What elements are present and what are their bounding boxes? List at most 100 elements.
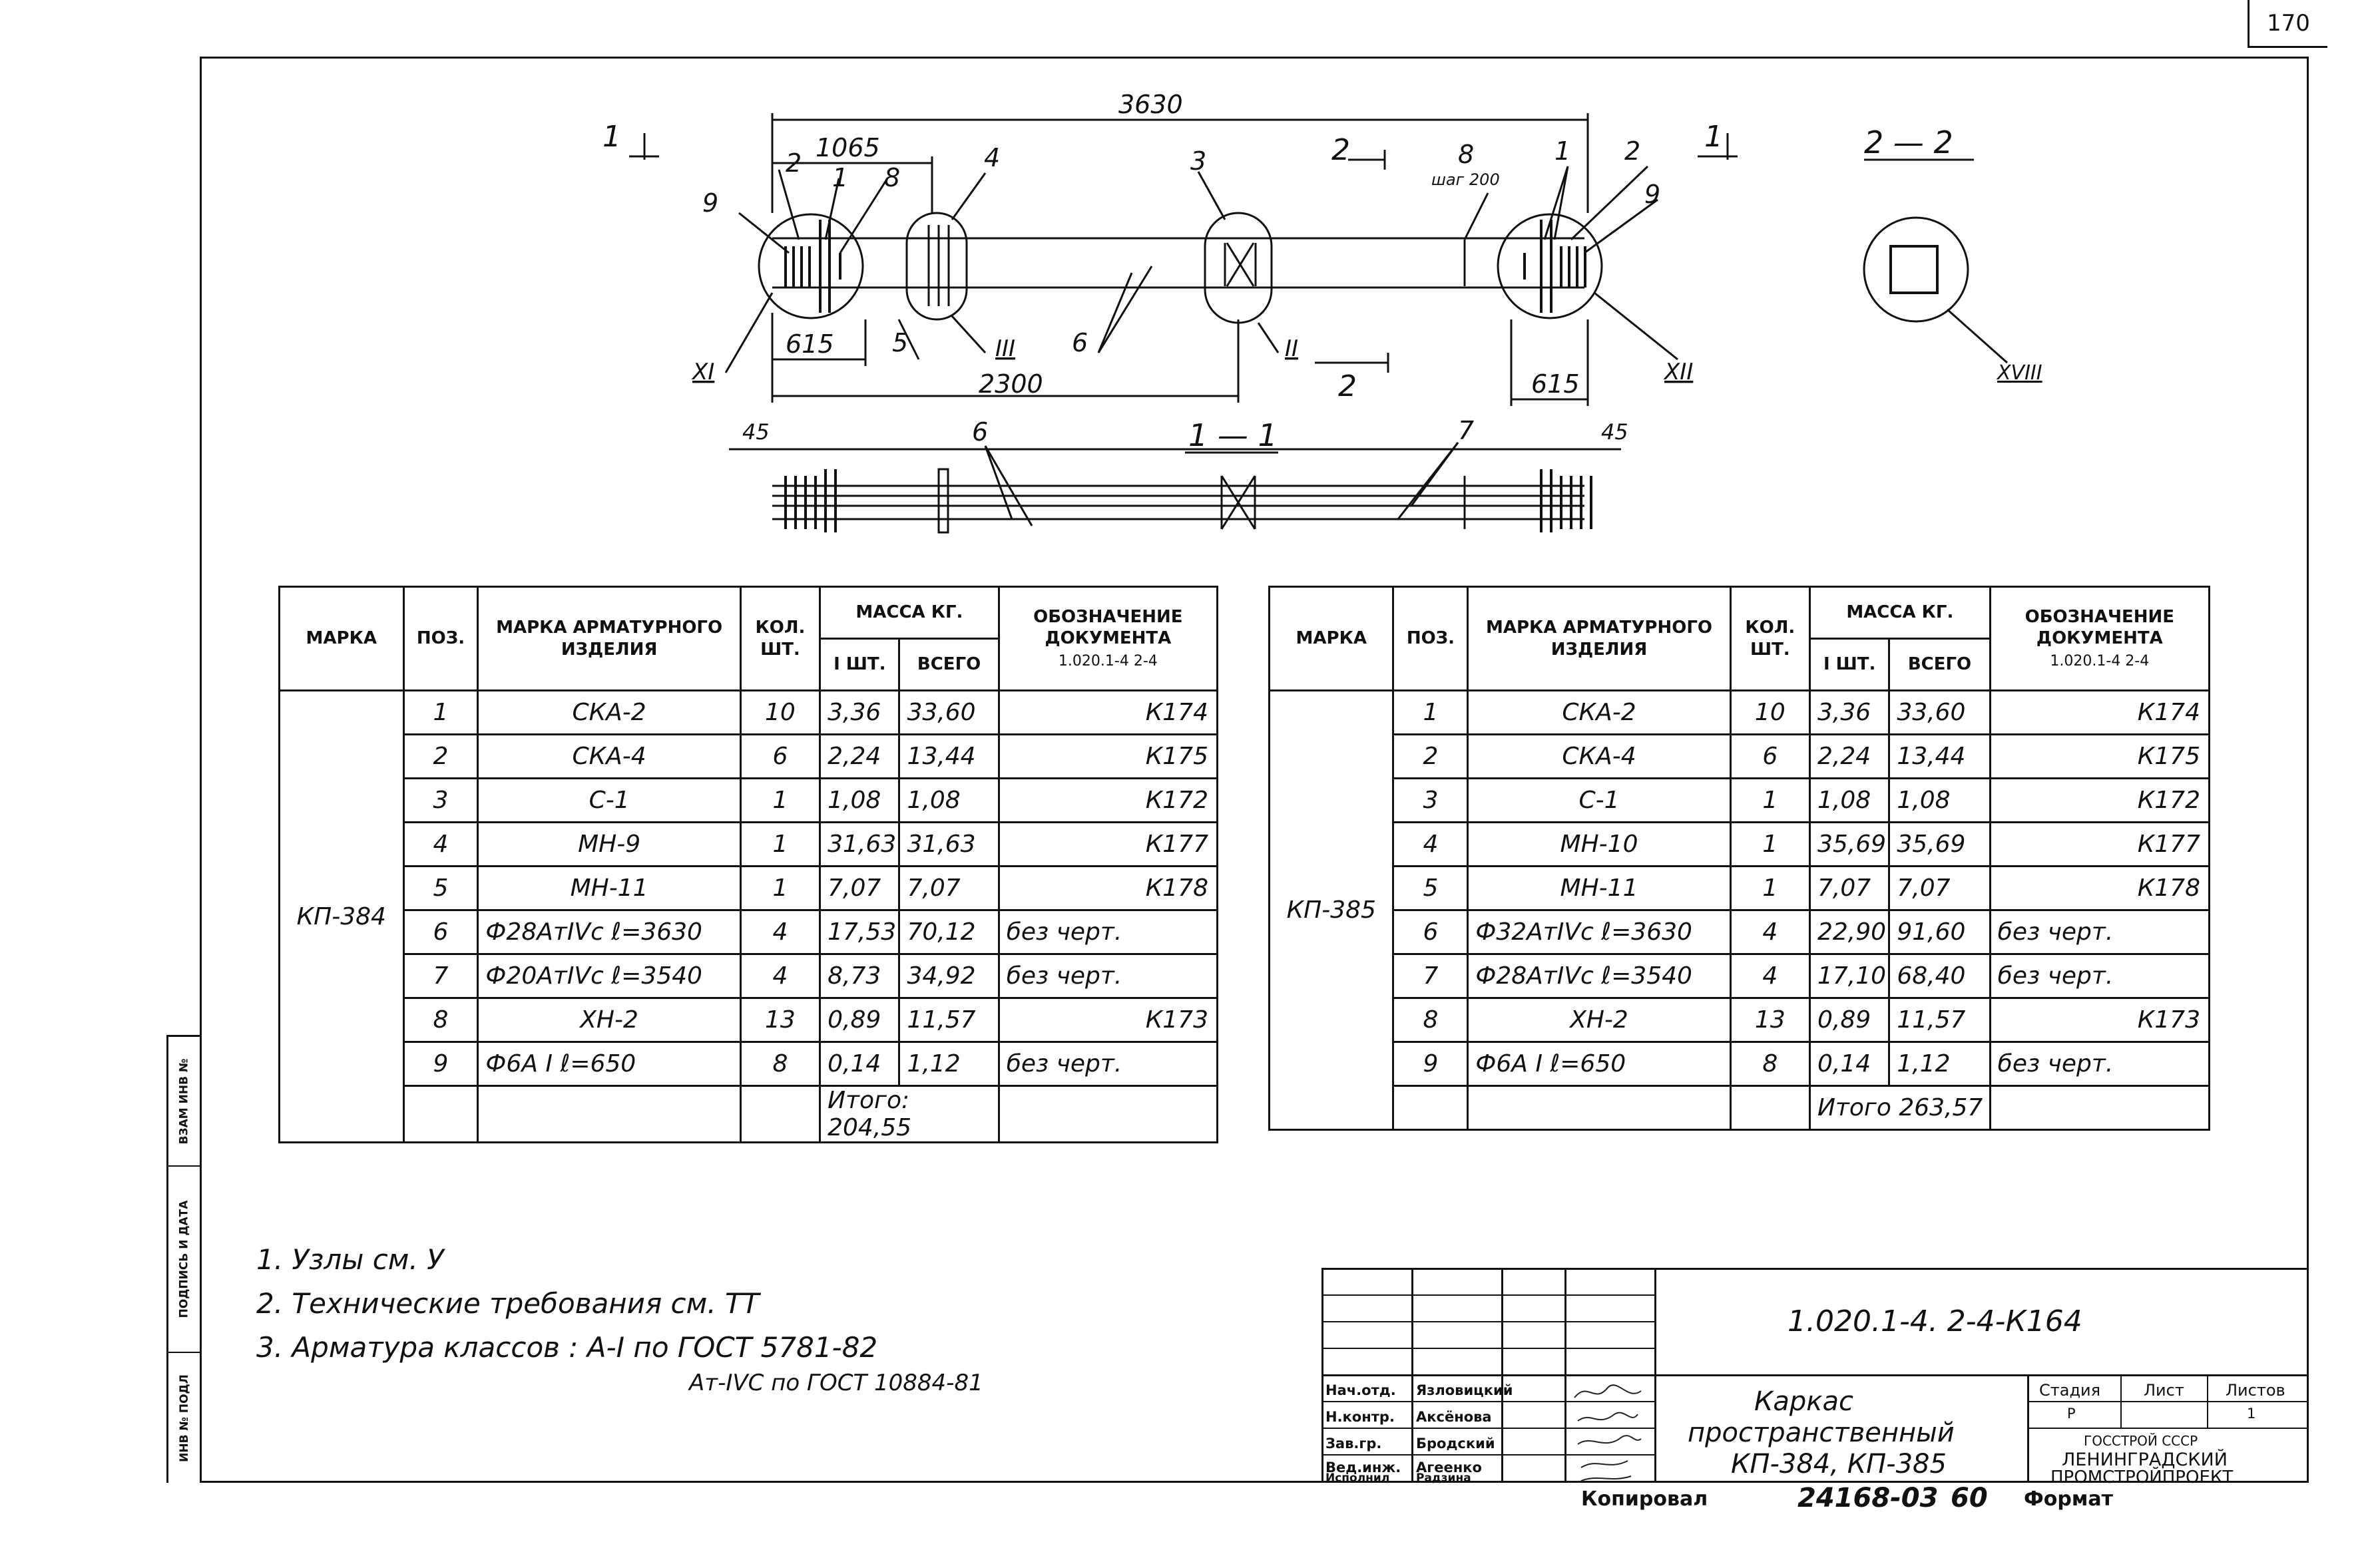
title-line-3: КП-384, КП-385 bbox=[1731, 1449, 1947, 1479]
header-item: МАРКА АРМАТУРНОГО ИЗДЕЛИЯ bbox=[1467, 586, 1732, 691]
dim-end-right: 45 bbox=[1601, 419, 1628, 445]
node-circle-left bbox=[758, 213, 864, 319]
footer-number: 24168-03 bbox=[1797, 1483, 1939, 1513]
pos-label-6: 6 bbox=[1072, 328, 1088, 357]
name-exec: Радзина bbox=[1416, 1471, 1471, 1485]
footer-format: Формат bbox=[2024, 1487, 2113, 1511]
header-qty: КОЛ. ШТ. bbox=[1729, 586, 1811, 691]
frame-mark: КП-384 bbox=[278, 689, 405, 1143]
dim-total: 3630 bbox=[1118, 90, 1183, 119]
title-line-1: Каркас bbox=[1754, 1386, 1853, 1417]
note-3-cont: Ат-IVС по ГОСТ 10884-81 bbox=[689, 1370, 983, 1396]
table-total-row: Итого: 204,55 bbox=[280, 1085, 1219, 1143]
pos-label-7e: 7 bbox=[1458, 416, 1474, 445]
total-value: Итого 263,57 bbox=[1809, 1085, 1991, 1131]
general-notes: 1. Узлы см. У 2. Технические требования … bbox=[256, 1238, 983, 1396]
side-strip: ВЗАМ ИНВ № ПОДПИСЬ И ДАТА ИНВ № ПОДЛ bbox=[166, 1035, 200, 1483]
org-line-3: ПРОМСТРОЙПРОЕКТ bbox=[2050, 1467, 2234, 1487]
frame-mark: КП-385 bbox=[1268, 689, 1395, 1131]
section-mark-2-bottom: 2 bbox=[1338, 369, 1357, 403]
pos-label-3: 3 bbox=[1190, 146, 1206, 176]
section-title-2-2: 2 — 2 bbox=[1864, 124, 1953, 160]
frame-drawing: 3630 1065 615 2300 615 8 шаг 200 45 45 2… bbox=[602, 90, 2042, 534]
role-exec: Исполнил bbox=[1325, 1471, 1390, 1485]
section-mark-2-top: 2 bbox=[1331, 133, 1350, 167]
drawing-frame bbox=[200, 57, 2309, 1483]
sheet-number: 170 bbox=[2248, 0, 2327, 48]
footer-copied: Копировал bbox=[1581, 1487, 1708, 1511]
role-norm: Н.контр. bbox=[1325, 1409, 1395, 1425]
sheets-label: Листов bbox=[2226, 1381, 2285, 1400]
org-line-1: ГОССТРОЙ СССР bbox=[2084, 1433, 2198, 1449]
header-pos: ПОЗ. bbox=[402, 586, 479, 691]
section-2-2-circle bbox=[1863, 216, 1969, 323]
node-iii: III bbox=[995, 335, 1015, 362]
name-lead: Агеенко bbox=[1416, 1460, 1482, 1475]
name-norm: Аксёнова bbox=[1416, 1409, 1492, 1425]
node-circle-right bbox=[1497, 213, 1603, 319]
header-item: МАРКА АРМАТУРНОГО ИЗДЕЛИЯ bbox=[477, 586, 742, 691]
pos-label-2r: 2 bbox=[1624, 136, 1640, 166]
stirrup-step: шаг 200 bbox=[1431, 170, 1500, 189]
section-title-1-1: 1 — 1 bbox=[1188, 417, 1278, 453]
node-xviii: XVIII bbox=[1996, 361, 2042, 385]
strip-cell-sign: ПОДПИСЬ И ДАТА bbox=[168, 1167, 200, 1353]
pos-label-6e: 6 bbox=[972, 417, 988, 447]
footer-sheet: 60 bbox=[1951, 1483, 1988, 1513]
note-1: 1. Узлы см. У bbox=[256, 1243, 444, 1276]
sheets-value: 1 bbox=[2247, 1406, 2256, 1422]
pos-label-8: 8 bbox=[884, 163, 900, 192]
header-mass-one: I ШТ. bbox=[1808, 638, 1891, 691]
section-mark-1-left: 1 bbox=[602, 120, 621, 154]
name-head: Язловицкий bbox=[1416, 1382, 1513, 1398]
pos-label-1r: 1 bbox=[1554, 136, 1570, 166]
header-mass: МАССА КГ. bbox=[819, 586, 1000, 640]
pos-label-9: 9 bbox=[702, 188, 718, 218]
document-code: 1.020.1-4. 2-4-К164 bbox=[1787, 1304, 2082, 1338]
role-lead: Вед.инж. bbox=[1325, 1460, 1401, 1475]
node-ii: II bbox=[1285, 335, 1298, 362]
title-line-2: пространственный bbox=[1688, 1418, 1955, 1448]
dim-end-left: 45 bbox=[742, 419, 770, 445]
note-2: 2. Технические требования см. ТТ bbox=[256, 1287, 760, 1320]
header-mass-one: I ШТ. bbox=[819, 638, 901, 691]
pos-label-2: 2 bbox=[786, 148, 802, 178]
header-mass-total: ВСЕГО bbox=[1888, 638, 1991, 691]
header-mass-total: ВСЕГО bbox=[898, 638, 1000, 691]
org-line-2: ЛЕНИНГРАДСКИЙ bbox=[2062, 1450, 2228, 1470]
spec-table-2: МАРКА ПОЗ. МАРКА АРМАТУРНОГО ИЗДЕЛИЯ КОЛ… bbox=[1268, 586, 2211, 1131]
header-pos: ПОЗ. bbox=[1392, 586, 1469, 691]
header-mark: МАРКА bbox=[1268, 586, 1395, 691]
stirrup-label: 8 bbox=[1458, 140, 1474, 169]
strip-cell-inv: ИНВ № ПОДЛ bbox=[177, 1374, 191, 1462]
table-total-row: Итого 263,57 bbox=[1270, 1085, 2211, 1131]
role-group: Зав.гр. bbox=[1325, 1436, 1382, 1452]
dim-left-b: 615 bbox=[786, 329, 834, 359]
section-mark-1-right: 1 bbox=[1704, 120, 1723, 154]
header-qty: КОЛ. ШТ. bbox=[739, 586, 822, 691]
pos-label-9r: 9 bbox=[1644, 180, 1660, 209]
header-mark: МАРКА bbox=[278, 586, 405, 691]
signatures bbox=[1574, 1384, 1642, 1481]
pos-label-1: 1 bbox=[832, 163, 848, 192]
dim-left-a: 1065 bbox=[816, 133, 880, 162]
name-group: Бродский bbox=[1416, 1436, 1495, 1452]
pos-label-5: 5 bbox=[892, 328, 908, 357]
dim-right-b: 615 bbox=[1531, 369, 1580, 399]
